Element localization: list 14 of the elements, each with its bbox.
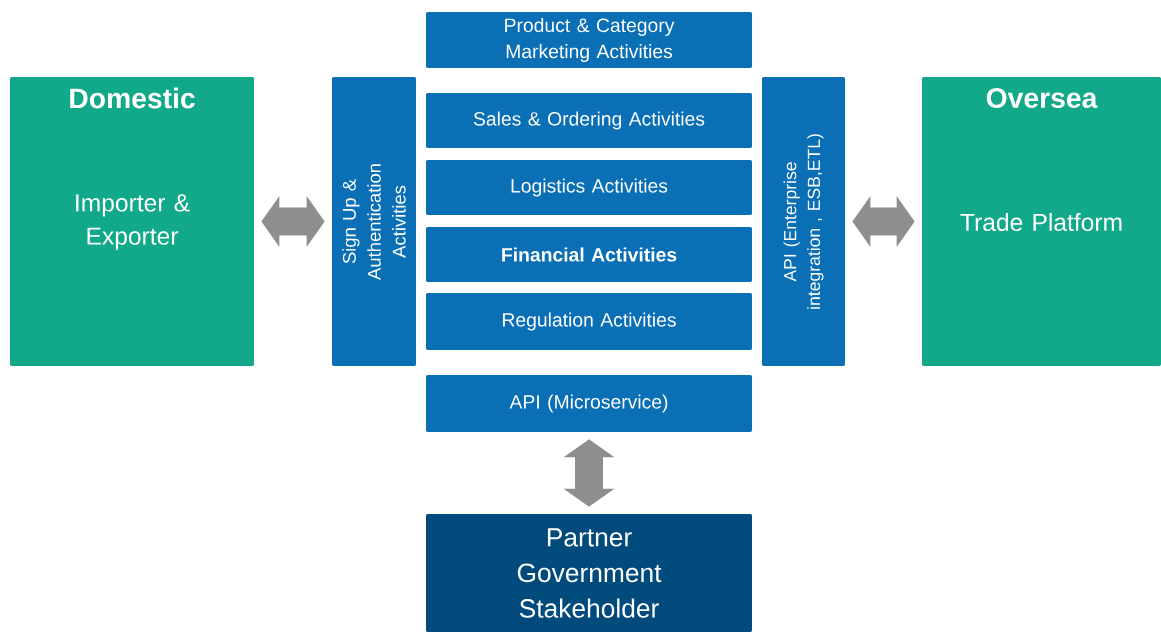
party-box: Domestic Importer & Exporter [10,77,254,366]
api-box: API (Microservice) [426,375,752,432]
party-box: Oversea Trade Platform [922,77,1161,366]
activity-box: Financial Activities [426,227,752,282]
block-arrow [852,196,915,247]
activity-box: Product & Category Marketing Activities [426,12,752,68]
layer-bar: API (Enterprise integration , ESB,ETL) [762,77,845,366]
block-arrow [563,439,615,507]
layer-bar: Sign Up & Authentication Activities [332,77,416,366]
activity-box: Regulation Activities [426,293,752,350]
activity-box: Sales & Ordering Activities [426,93,752,148]
activity-box: Logistics Activities [426,160,752,215]
stakeholder-box: Partner Government Stakeholder [426,514,752,632]
block-arrow [261,196,325,247]
